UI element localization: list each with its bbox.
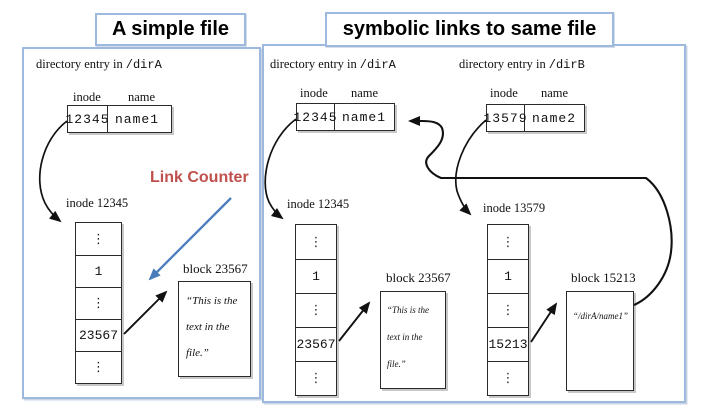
symbolic-block23567-label: block 23567 xyxy=(386,270,451,285)
symbolic-dirB-inode-col-label: inode xyxy=(490,86,518,100)
simple-block-label: block 23567 xyxy=(183,261,248,276)
inode-row: ⋮ xyxy=(488,361,528,395)
symbolic-block15213-label: block 15213 xyxy=(571,270,636,285)
title-simple-file-label: A simple file xyxy=(111,18,230,40)
title-simple-file: A simple file xyxy=(95,13,246,46)
symbolic-dirB-entry-label: directory entry in/dirB xyxy=(459,57,585,72)
inode-row: ⋮ xyxy=(76,351,121,383)
symbolic-dirB-inode-cell: 13579 xyxy=(484,105,527,131)
simple-block-box: “This is the text in the file.” xyxy=(178,281,251,377)
symbolic-dirA-inode-col-label: inode xyxy=(300,86,328,100)
symbolic-dirB-name-cell: name2 xyxy=(532,110,577,126)
symbolic-dirA-entry-label: directory entry in/dirA xyxy=(270,57,396,72)
inode-row-link-count: 1 xyxy=(76,255,121,287)
symbolic-inode12345-table: ⋮ 1 ⋮ 23567 ⋮ xyxy=(295,224,337,396)
simple-inode-table: ⋮ 1 ⋮ 23567 ⋮ xyxy=(75,222,122,384)
link-counter-label: Link Counter xyxy=(150,169,249,186)
title-symbolic-links-label: symbolic links to same file xyxy=(342,18,597,40)
block-text-line: “This is the xyxy=(387,305,430,315)
symbolic-block15213-box: “/dirA/name1” xyxy=(566,291,634,391)
symbolic-dirA-name-cell: name1 xyxy=(342,109,387,125)
symbolic-inode12345-table-label: inode 12345 xyxy=(287,197,350,211)
symbolic-dirA-entry-prefix: directory entry in xyxy=(270,57,357,71)
simple-inode-table-label: inode 12345 xyxy=(66,196,129,210)
symbolic-dirA-name-col-label: name xyxy=(351,86,379,100)
inode-row: ⋮ xyxy=(92,231,105,247)
block-text-line: text in the xyxy=(186,321,230,333)
symbolic-inode13579-table: ⋮ 1 ⋮ 15213 ⋮ xyxy=(487,224,529,396)
symbolic-inode13579-table-label: inode 13579 xyxy=(483,201,546,215)
simple-inode-col-label: inode xyxy=(73,90,101,104)
symbolic-dirB-entry-prefix: directory entry in xyxy=(459,57,546,71)
simple-dir-name-cell: name1 xyxy=(115,111,160,127)
symbolic-block23567-box: “This is the text in the file.” xyxy=(380,291,446,389)
inode-row-block-pointer: 23567 xyxy=(76,319,121,351)
block-text-line: file.” xyxy=(186,347,209,359)
simple-dir-entry-path: /dirA xyxy=(125,58,162,72)
inode-row: ⋮ xyxy=(76,287,121,319)
block-text-line: text in the xyxy=(387,332,423,342)
inode-row: ⋮ xyxy=(296,361,336,395)
simple-dir-inode-cell: 12345 xyxy=(66,106,109,132)
symbolic-dirB-entry-table: 13579 name2 xyxy=(484,104,585,132)
simple-dir-entry-prefix: directory entry in xyxy=(36,57,123,71)
simple-dir-entry-table: 12345 name1 xyxy=(66,105,172,133)
inode-row: ⋮ xyxy=(488,293,528,327)
inode-row-block-pointer: 23567 xyxy=(296,327,336,361)
symbolic-dirA-entry-table: 12345 name1 xyxy=(294,103,395,131)
inode-row: ⋮ xyxy=(309,234,323,250)
symbolic-dirB-entry-path: /dirB xyxy=(548,58,585,72)
title-symbolic-links: symbolic links to same file xyxy=(325,12,614,47)
symbolic-dirA-entry-path: /dirA xyxy=(359,58,396,72)
inode-row-block-pointer: 15213 xyxy=(488,327,528,361)
inode-row: ⋮ xyxy=(296,293,336,327)
simple-dir-entry-label: directory entry in/dirA xyxy=(36,57,162,72)
block-text-line: “This is the xyxy=(186,295,238,307)
symbolic-dirA-inode-cell: 12345 xyxy=(294,104,337,130)
block-text-line: file.” xyxy=(387,359,406,369)
inode-row-link-count: 1 xyxy=(296,259,336,293)
simple-name-col-label: name xyxy=(128,90,156,104)
symbolic-dirB-name-col-label: name xyxy=(541,86,569,100)
block-text-symlink-target: “/dirA/name1” xyxy=(573,311,629,321)
inode-row-link-count: 1 xyxy=(488,259,528,293)
inode-row: ⋮ xyxy=(501,234,515,250)
